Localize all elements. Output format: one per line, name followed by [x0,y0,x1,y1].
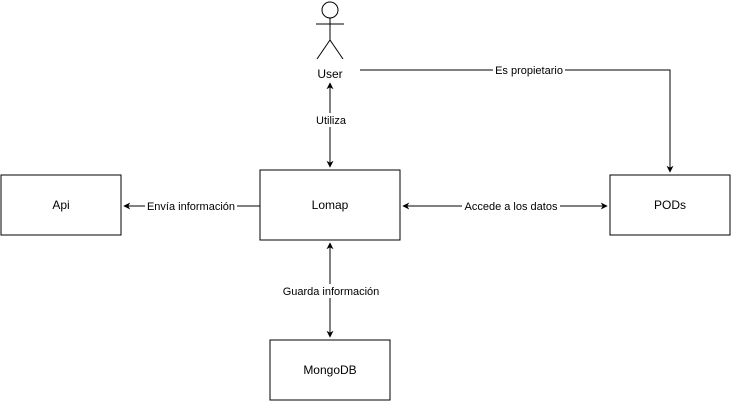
edge-lomap-mongodb: Guarda información [281,242,381,338]
edge-user-pods: Es propietario [360,63,674,173]
edge-lomap-pods-label: Accede a los datos [465,201,558,213]
edge-user-pods-label-bg [493,63,565,77]
edge-lomap-mongodb-label: Guarda información [283,286,380,298]
edge-user-lomap-label: Utiliza [316,115,347,127]
mongodb-box: MongoDB [269,339,391,401]
user-actor: User [316,1,344,81]
api-box: Api [0,174,122,236]
api-label: Api [52,198,69,212]
user-actor-left-leg [316,39,331,60]
pods-label: PODs [654,198,686,212]
user-label: User [317,67,342,81]
edge-lomap-api-label-bg [145,199,237,213]
edge-user-lomap-label-bg [313,113,349,127]
lomap-label: Lomap [312,198,349,212]
edge-lomap-api-label: Envía información [147,201,235,213]
user-actor-head [321,1,339,19]
edge-lomap-pods: Accede a los datos [402,199,608,213]
edge-user-pods-label: Es propietario [495,65,563,77]
pods-box: PODs [609,174,731,236]
edge-user-lomap: Utiliza [313,82,349,168]
lomap-box: Lomap [259,169,401,241]
mongodb-label: MongoDB [303,363,356,377]
edge-lomap-pods-label-bg [462,199,560,213]
edge-lomap-api: Envía información [123,199,260,213]
user-actor-right-leg [329,39,344,60]
edge-lomap-mongodb-label-bg [281,284,381,298]
